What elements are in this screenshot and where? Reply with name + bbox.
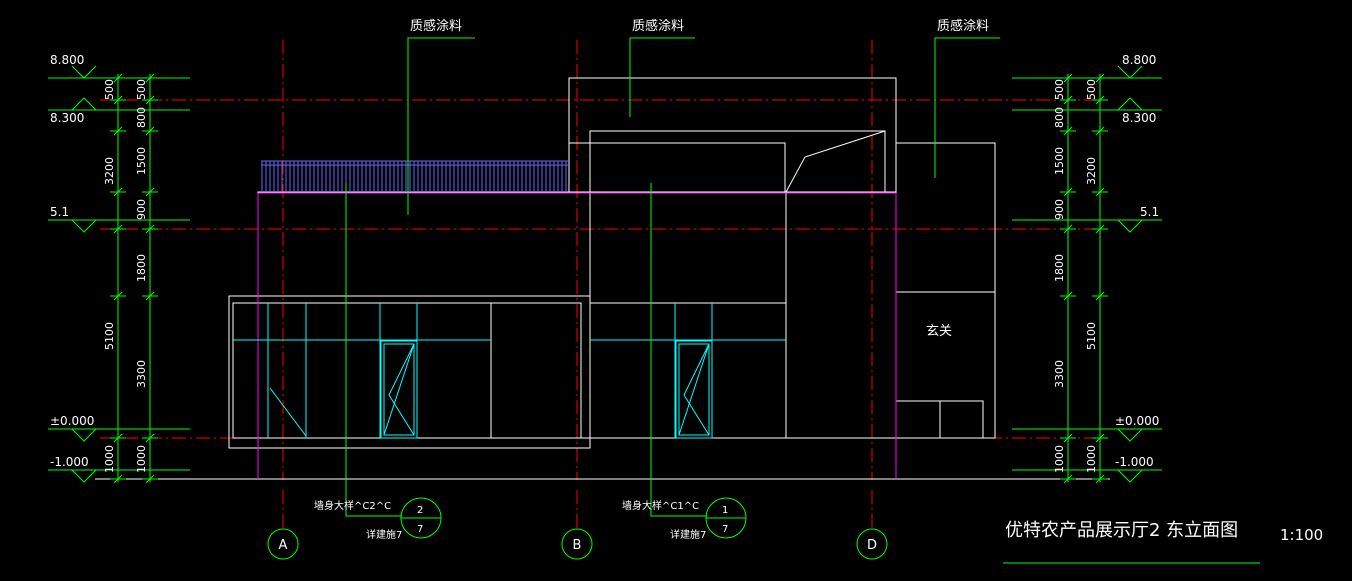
wall-detail-1-bottom: 7 bbox=[417, 524, 423, 535]
wall-detail-2-sub: 详建施7 bbox=[670, 528, 706, 541]
dim-right-outer-1000: 1000 bbox=[1085, 445, 1098, 473]
dim-right-inner-1800: 1800 bbox=[1053, 254, 1066, 282]
door-swing-right bbox=[678, 343, 710, 436]
dim-right-outer-500: 500 bbox=[1085, 79, 1098, 100]
dim-right-inner-900: 900 bbox=[1053, 199, 1066, 220]
axis-lines bbox=[100, 40, 1100, 528]
upper-inner-block bbox=[589, 130, 886, 193]
level-right-m1000: -1.000 bbox=[1115, 455, 1154, 469]
dim-right-outer-5100: 5100 bbox=[1085, 322, 1098, 350]
material-note-1: 质感涂料 bbox=[410, 18, 462, 34]
glass-box-inner bbox=[232, 302, 582, 439]
wall-detail-1-text: 墙身大样^C2^C bbox=[314, 499, 391, 512]
right-upper-block bbox=[895, 142, 996, 293]
door-leaf-left bbox=[383, 343, 415, 436]
door-swing-left bbox=[383, 343, 415, 436]
lvl-sym-right-0000 bbox=[1117, 428, 1143, 442]
axis-bubble-a bbox=[267, 528, 299, 560]
door-frame-left bbox=[380, 340, 418, 439]
glazing bbox=[233, 303, 786, 439]
door-frame-right bbox=[675, 340, 713, 439]
axis-label-b: B bbox=[573, 538, 582, 553]
leader-note-2 bbox=[629, 37, 695, 117]
dim-right-outer-3200: 3200 bbox=[1085, 157, 1098, 185]
drawing-scale: 1:100 bbox=[1280, 526, 1323, 544]
lvl-sym-left-5100 bbox=[71, 219, 97, 233]
level-right-8300: 8.300 bbox=[1122, 111, 1156, 125]
lvl-sym-left-8300 bbox=[71, 97, 97, 111]
level-right-8800: 8.800 bbox=[1122, 53, 1156, 67]
level-right-5100: 5.1 bbox=[1140, 205, 1159, 219]
roof-railing bbox=[261, 160, 569, 192]
level-right-0000: ±0.000 bbox=[1115, 414, 1159, 428]
leader-note-1 bbox=[407, 37, 475, 215]
dim-left-inner-3300: 3300 bbox=[135, 360, 148, 388]
dim-right-inner-500: 500 bbox=[1053, 79, 1066, 100]
level-left-0000: ±0.000 bbox=[50, 414, 94, 428]
dim-left-inner-1000: 1000 bbox=[135, 445, 148, 473]
drawing-title: 优特农产品展示厅2 东立面图 bbox=[1005, 520, 1238, 541]
dim-left-inner-1500: 1500 bbox=[135, 147, 148, 175]
lvl-sym-left-m1000 bbox=[71, 469, 97, 483]
leader-wall-detail-2 bbox=[650, 183, 707, 517]
dim-right-inner-1500: 1500 bbox=[1053, 147, 1066, 175]
entrance-door-left bbox=[895, 400, 941, 439]
axis-bubble-b bbox=[561, 528, 593, 560]
lvl-sym-right-8300 bbox=[1117, 97, 1143, 111]
level-left-8300: 8.300 bbox=[50, 111, 84, 125]
dim-left-outer-1000: 1000 bbox=[103, 445, 116, 473]
tower-block bbox=[568, 77, 897, 193]
parapet bbox=[257, 192, 897, 479]
building-outline bbox=[228, 77, 996, 449]
lvl-sym-right-5100 bbox=[1117, 219, 1143, 233]
dim-left-inner-1800: 1800 bbox=[135, 254, 148, 282]
dim-left-outer-3200: 3200 bbox=[103, 157, 116, 185]
dim-left-inner-500: 500 bbox=[135, 79, 148, 100]
dim-right-inner-800: 800 bbox=[1053, 107, 1066, 128]
axis-bubble-d bbox=[856, 528, 888, 560]
wall-detail-2-top: 1 bbox=[722, 505, 728, 516]
entrance-block bbox=[895, 291, 996, 439]
level-left-5100: 5.1 bbox=[50, 205, 69, 219]
glass-box-frame bbox=[228, 295, 591, 449]
glazing-swing-left bbox=[269, 387, 307, 437]
dim-left-inner-900: 900 bbox=[135, 199, 148, 220]
wall-detail-1-sub: 详建施7 bbox=[366, 528, 402, 541]
lvl-sym-right-8800 bbox=[1117, 65, 1143, 79]
wall-detail-2-bottom: 7 bbox=[722, 524, 728, 535]
dimension-lines bbox=[48, 37, 1260, 564]
lvl-sym-left-8800 bbox=[71, 65, 97, 79]
dim-right-inner-3300: 3300 bbox=[1053, 360, 1066, 388]
material-note-3: 质感涂料 bbox=[937, 18, 989, 34]
axis-label-d: D bbox=[867, 538, 877, 553]
axis-label-a: A bbox=[279, 538, 288, 553]
dim-ticks bbox=[110, 73, 1108, 484]
upper-left-block bbox=[568, 142, 786, 193]
dim-left-outer-500: 500 bbox=[103, 79, 116, 100]
lvl-sym-left-0000 bbox=[71, 428, 97, 442]
leader-wall-detail-1 bbox=[345, 183, 402, 517]
leader-note-3 bbox=[934, 37, 1000, 178]
door-leaf-right bbox=[678, 343, 710, 436]
material-note-2: 质感涂料 bbox=[632, 18, 684, 34]
dim-left-inner-800: 800 bbox=[135, 107, 148, 128]
dim-left-outer-5100: 5100 bbox=[103, 322, 116, 350]
entrance-door-right bbox=[939, 400, 984, 439]
lvl-sym-right-m1000 bbox=[1117, 469, 1143, 483]
wall-detail-1-top: 2 bbox=[417, 505, 423, 516]
dim-right-inner-1000: 1000 bbox=[1053, 445, 1066, 473]
level-left-8800: 8.800 bbox=[50, 53, 84, 67]
wall-detail-2-text: 墙身大样^C1^C bbox=[622, 499, 699, 512]
room-label-entrance: 玄关 bbox=[926, 324, 952, 339]
roof-slope bbox=[785, 130, 886, 193]
railing-balusters bbox=[261, 161, 567, 192]
level-left-m1000: -1.000 bbox=[50, 455, 89, 469]
